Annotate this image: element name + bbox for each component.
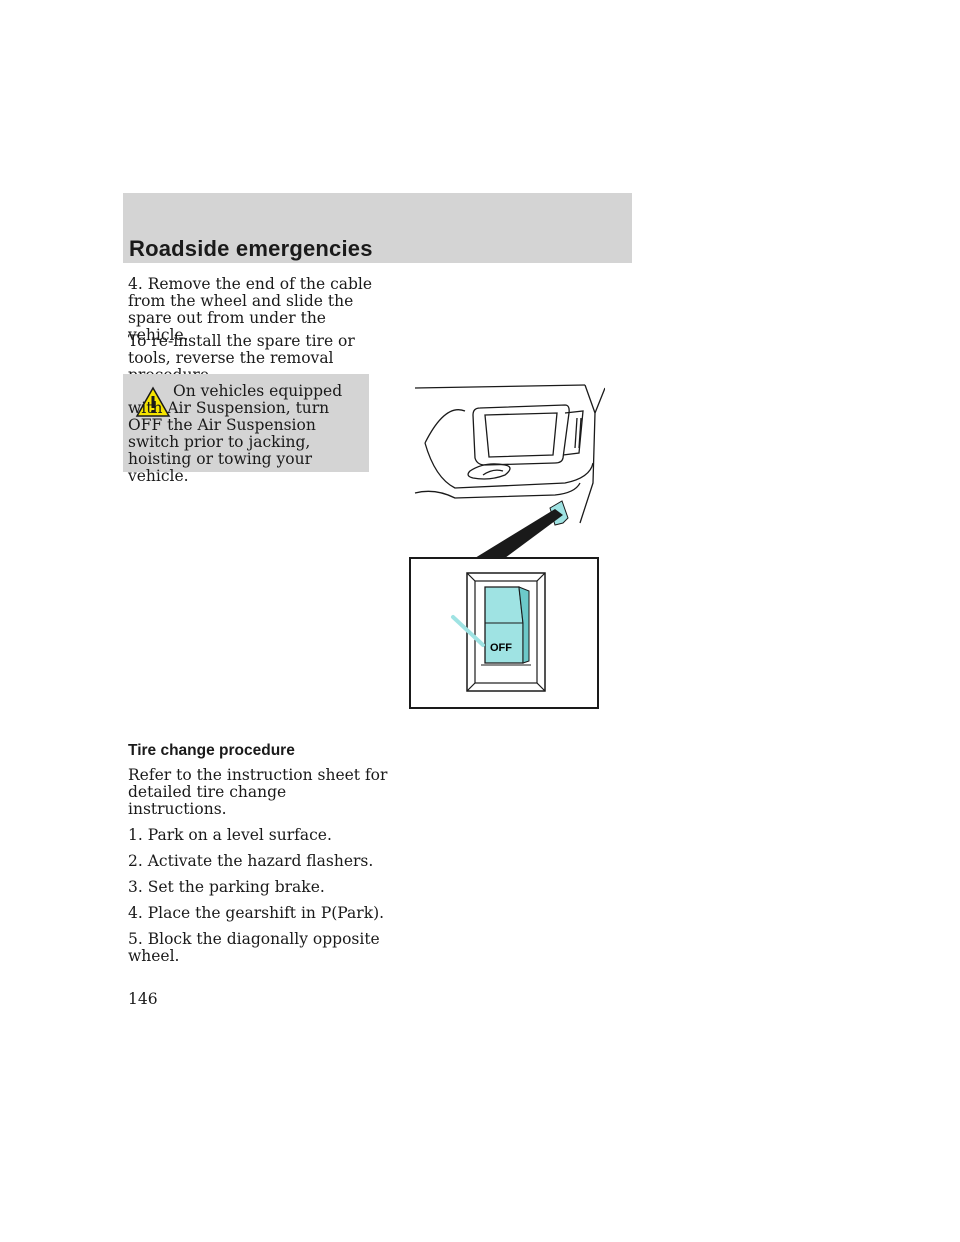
section-title: Roadside emergencies	[129, 236, 373, 261]
list-item: 1. Park on a level surface.	[128, 826, 332, 844]
remove-cable-step: 4. Remove the end of the cable from the …	[128, 275, 373, 344]
air-suspension-switch-figure: OFF	[409, 384, 605, 709]
warning-box: On vehicles equipped with Air Suspension…	[123, 374, 369, 485]
section-header: Roadside emergencies	[123, 193, 632, 263]
warning-text: On vehicles equipped with Air Suspension…	[128, 382, 343, 485]
glove-box-illustration	[414, 384, 605, 524]
zoom-pointer	[475, 509, 563, 558]
page-number: 146	[128, 990, 158, 1008]
press-arrow	[451, 615, 485, 647]
off-label: OFF	[490, 642, 512, 654]
rocker-switch: OFF	[466, 572, 546, 692]
tire-change-intro: Refer to the instruction sheet for detai…	[128, 766, 388, 818]
tire-change-heading: Tire change procedure	[128, 742, 295, 759]
list-item: 2. Activate the hazard flashers.	[128, 852, 374, 870]
warning-triangle-icon	[135, 386, 171, 417]
tire-change-steps: Refer to the instruction sheet for detai…	[128, 767, 388, 974]
list-item: 3. Set the parking brake.	[128, 878, 325, 896]
list-item: 4. Place the gearshift in P(Park).	[128, 904, 385, 922]
list-item: 5. Block the diagonally opposite wheel.	[128, 930, 380, 965]
